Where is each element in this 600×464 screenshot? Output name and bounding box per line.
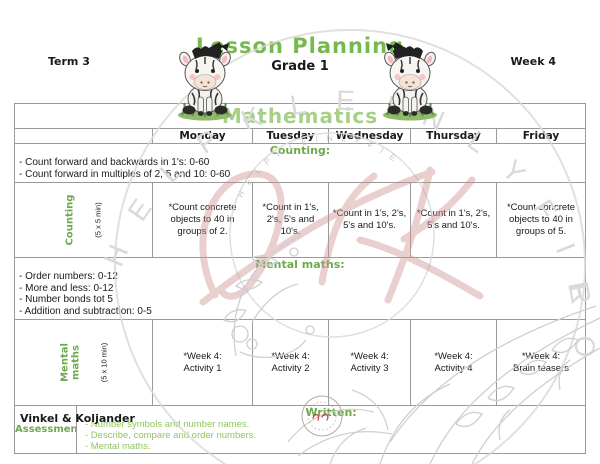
counting-bullet: - Count forward and backwards in 1's: 0-… xyxy=(19,157,210,168)
counting-row-label: Counting xyxy=(64,194,76,246)
lesson-plan-table: Mathematics Monday Tuesday Wednesday Thu… xyxy=(14,103,586,454)
mental-row-label-cell: Mental maths (5 x 10 min) xyxy=(14,319,153,406)
credit-label: Vinkel & Koljander xyxy=(20,412,135,425)
mental-bullet: - Number bonds tot 5 xyxy=(19,294,113,305)
assessment-bullet: - Mental maths. xyxy=(85,441,151,452)
day-header-monday: Monday xyxy=(152,128,253,144)
counting-row-label-cell: Counting (5 x 5 min) xyxy=(14,182,153,258)
mental-cell-thursday: *Week 4: Activity 4 xyxy=(410,319,497,406)
day-header-friday: Friday xyxy=(496,128,586,144)
mental-section-title: Mental maths: xyxy=(255,258,345,271)
counting-cell-tuesday: *Count in 1's, 2's, 5's and 10's. xyxy=(252,182,329,258)
mental-cell-monday: *Week 4: Activity 1 xyxy=(152,319,253,406)
mental-row-sublabel: (5 x 10 min) xyxy=(98,342,108,383)
mental-cell-friday: *Week 4: Brain teasers xyxy=(496,319,586,406)
counting-activities-row: Counting (5 x 5 min) *Count concrete obj… xyxy=(14,182,586,258)
mental-bullet: - More and less: 0-12 xyxy=(19,282,114,294)
counting-row-sublabel: (5 x 5 min) xyxy=(93,202,103,238)
assessment-bullet: - Describe, compare and order numbers. xyxy=(85,430,257,441)
mental-cell-wednesday: *Week 4: Activity 3 xyxy=(328,319,411,406)
mental-row-label: Mental maths xyxy=(58,343,81,382)
counting-section-row: Counting: - Count forward and backwards … xyxy=(14,143,586,183)
mental-section-row: Mental maths: - Order numbers: 0-12 - Mo… xyxy=(14,257,586,320)
zebra-icon xyxy=(381,41,439,121)
zebra-icon xyxy=(178,42,232,121)
mental-activities-row: Mental maths (5 x 10 min) *Week 4: Activ… xyxy=(14,319,586,406)
page-title: Lesson Planning xyxy=(195,34,405,58)
term-label: Term 3 xyxy=(48,55,90,68)
assessment-label: Assessment xyxy=(14,405,77,454)
day-header-wednesday: Wednesday xyxy=(328,128,411,144)
counting-cell-friday: *Count concrete objects to 40 in groups … xyxy=(496,182,586,258)
grade-label: Grade 1 xyxy=(271,59,329,74)
day-header-thursday: Thursday xyxy=(410,128,497,144)
mental-bullet: - Order numbers: 0-12 xyxy=(19,271,118,282)
day-header-row: Monday Tuesday Wednesday Thursday Friday xyxy=(14,128,586,144)
counting-cell-thursday: *Count in 1's, 2's, 5's and 10's. xyxy=(410,182,497,258)
counting-cell-monday: *Count concrete objects to 40 in groups … xyxy=(152,182,253,258)
assessment-bullet: - Number symbols and number names. xyxy=(85,419,250,430)
subject-row: Mathematics xyxy=(14,103,586,129)
day-header-tuesday: Tuesday xyxy=(252,128,329,144)
mental-bullet: - Addition and subtraction: 0-5 xyxy=(19,305,152,317)
day-header-empty xyxy=(14,128,153,144)
mental-cell-tuesday: *Week 4: Activity 2 xyxy=(252,319,329,406)
counting-cell-wednesday: *Count in 1's, 2's, 5's and 10's. xyxy=(328,182,411,258)
counting-bullet: - Count forward in multiples of 2, 5 and… xyxy=(19,168,231,180)
subject-title: Mathematics xyxy=(14,103,586,129)
counting-section-title: Counting: xyxy=(269,144,331,157)
assessment-title: Written: xyxy=(305,406,357,419)
